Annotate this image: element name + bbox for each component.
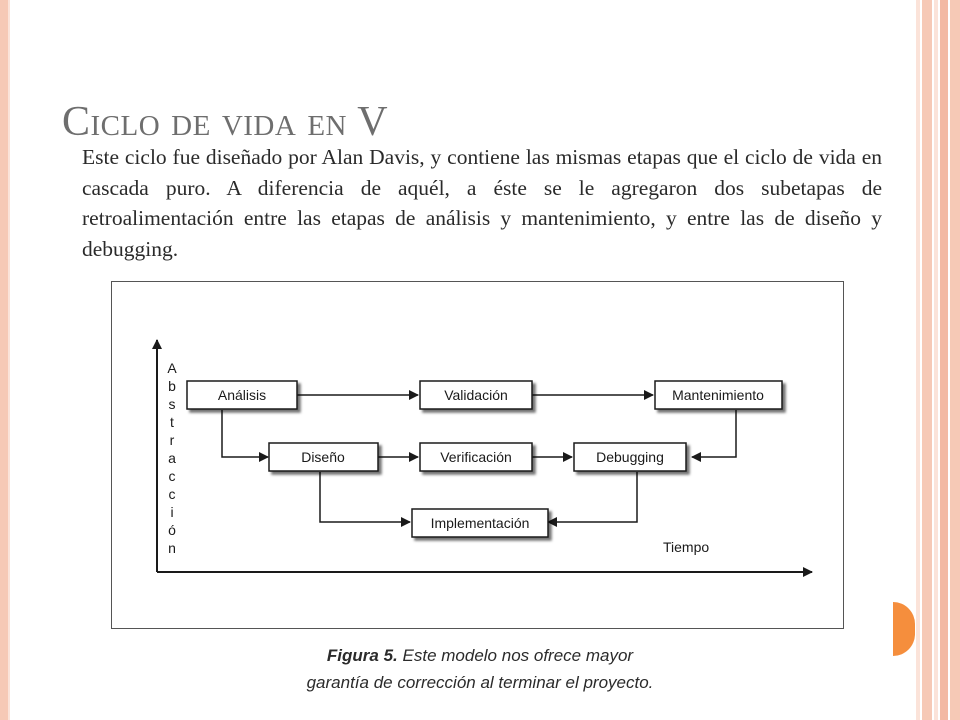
y-label-letter: t [170, 414, 174, 430]
caption-line-2: garantía de corrección al terminar el pr… [306, 673, 654, 692]
arrow-diseno-implementacion [319, 472, 411, 527]
node-implementacion: Implementación [411, 508, 549, 538]
node-diseno: Diseño [268, 442, 379, 472]
slide-title: Ciclo de vida en V [62, 99, 389, 145]
node-label: Debugging [596, 449, 664, 465]
caption-label: Figura 5. [326, 646, 398, 665]
right-decorative-stripes [916, 0, 960, 720]
orange-tab-decoration [893, 602, 915, 656]
y-axis-label: A b s t r a c c i ó n [167, 360, 177, 556]
v-model-diagram: A b s t r a c c i ó n Tiempo [152, 339, 813, 577]
y-label-letter: s [169, 396, 176, 412]
node-label: Diseño [301, 449, 345, 465]
figure-caption: Figura 5. Este modelo nos ofrece mayor g… [250, 642, 710, 696]
y-label-letter: i [170, 504, 173, 520]
node-mantenimiento: Mantenimiento [654, 380, 783, 410]
figure-frame: A b s t r a c c i ó n Tiempo [111, 281, 844, 629]
node-label: Validación [444, 387, 508, 403]
left-accent-border [0, 0, 10, 720]
y-label-letter: c [169, 468, 176, 484]
arrow-analisis-diseno [221, 410, 269, 462]
y-label-letter: c [169, 486, 176, 502]
node-validacion: Validación [419, 380, 533, 410]
caption-line-1: Figura 5. Este modelo nos ofrece mayor [250, 642, 710, 669]
y-label-letter: b [168, 378, 176, 394]
y-label-letter: r [170, 432, 175, 448]
intro-paragraph: Este ciclo fue diseñado por Alan Davis, … [82, 145, 882, 261]
node-analisis: Análisis [186, 380, 298, 410]
y-label-letter: ó [168, 522, 176, 538]
y-label-letter: n [168, 540, 176, 556]
node-verificacion: Verificación [419, 442, 533, 472]
arrow-mantenimiento-debugging [691, 410, 737, 462]
node-label: Verificación [440, 449, 512, 465]
connectors [221, 390, 737, 527]
arrow-debugging-implementacion [547, 472, 638, 527]
node-label: Análisis [218, 387, 266, 403]
y-label-letter: a [168, 450, 176, 466]
caption-text-1: Este modelo nos ofrece mayor [402, 646, 634, 665]
node-debugging: Debugging [573, 442, 687, 472]
node-label: Mantenimiento [672, 387, 764, 403]
y-label-letter: A [167, 360, 177, 376]
x-axis-label: Tiempo [663, 539, 709, 555]
node-label: Implementación [431, 515, 530, 531]
